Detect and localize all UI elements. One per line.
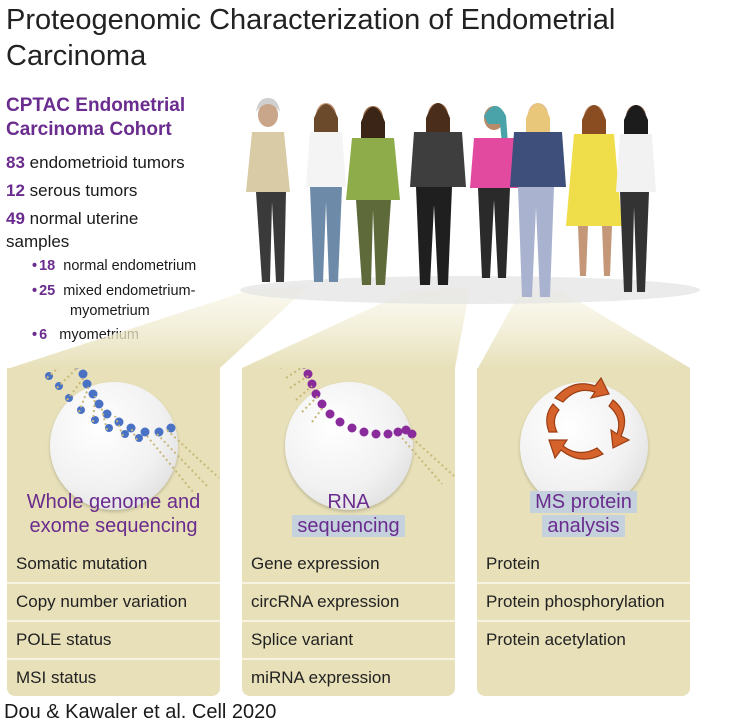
panel-rna-sequencing: RNA sequencing Gene expression circRNA e… <box>242 368 455 696</box>
sub-sample-mixed: •25 mixed endometrium- myometrium <box>32 281 195 321</box>
row-msi-status: MSI status <box>16 668 97 687</box>
sub-label: normal endometrium <box>63 258 197 274</box>
rna-strand-icon <box>280 368 455 485</box>
stat-label: endometrioid tumors <box>29 153 185 172</box>
cohort-title-line2: Carcinoma Cohort <box>6 119 172 140</box>
stat-label: serous tumors <box>29 181 138 200</box>
row-gene-expression: Gene expression <box>242 546 455 584</box>
sub-count: 25 <box>39 283 56 299</box>
panel-title-line2: exome sequencing <box>29 515 198 537</box>
stat-normal-uterine: 49 normal uterine samples <box>6 207 138 253</box>
panel-title: RNA sequencing <box>242 490 455 538</box>
stat-count: 83 <box>6 153 25 172</box>
woman-figure-2 <box>306 103 346 282</box>
panel-genome-sequencing: Whole genome and exome sequencing Somati… <box>7 368 220 696</box>
cohort-title: CPTAC Endometrial Carcinoma Cohort <box>6 94 185 142</box>
bullet-icon: • <box>32 258 38 274</box>
shadow-ground <box>240 276 700 304</box>
panel-icon-circle <box>519 382 648 510</box>
row-pole-status: POLE status <box>7 622 220 660</box>
panel-rows: Somatic mutation Copy number variation P… <box>7 546 220 696</box>
panel-title-line2: sequencing <box>292 515 405 537</box>
panel-rows: Protein Protein phosphorylation Protein … <box>477 546 690 660</box>
panel-icon-circle <box>49 382 178 510</box>
sub-count: 6 <box>39 327 48 343</box>
citation-footer: Dou & Kawaler et al. Cell 2020 <box>4 701 277 723</box>
bullet-icon: • <box>32 283 38 299</box>
woman-figure-4 <box>410 103 466 285</box>
beam-rna <box>242 288 470 368</box>
woman-figure-6 <box>510 103 566 297</box>
row-protein: Protein <box>477 546 690 584</box>
row-protein-phosphorylation: Protein phosphorylation <box>477 584 690 622</box>
stat-label-line2: samples <box>6 232 70 251</box>
cohort-illustration <box>10 98 700 368</box>
woman-figure-5 <box>470 106 518 278</box>
cohort-title-line1: CPTAC Endometrial <box>6 95 186 116</box>
panel-title-line1: Whole genome and <box>26 491 201 513</box>
row-circrna-expression: circRNA expression <box>242 584 455 622</box>
panel-title: MS protein analysis <box>477 490 690 538</box>
woman-figure-8 <box>616 105 656 292</box>
sub-sample-normal-endometrium: •18 normal endometrium <box>32 256 196 276</box>
stat-count: 49 <box>6 209 25 228</box>
dna-helix-icon <box>45 368 220 493</box>
panel-title-line1: MS protein <box>530 491 637 513</box>
sub-label-line2: myometrium <box>70 303 150 319</box>
beam-protein <box>478 290 690 368</box>
panel-title-line2: analysis <box>542 515 625 537</box>
row-splice-variant: Splice variant <box>242 622 455 660</box>
row-mirna-expression: miRNA expression <box>251 668 391 687</box>
stat-endometrioid: 83 endometrioid tumors <box>6 151 185 174</box>
panel-rows: Gene expression circRNA expression Splic… <box>242 546 455 696</box>
panel-ms-protein-analysis: MS protein analysis Protein Protein phos… <box>477 368 690 696</box>
panel-title-line1: RNA <box>327 491 370 513</box>
stat-label: normal uterine <box>29 209 139 228</box>
stat-serous: 12 serous tumors <box>6 179 137 202</box>
beam-genome <box>10 285 310 368</box>
sub-label: mixed endometrium- <box>63 283 196 299</box>
stat-count: 12 <box>6 181 25 200</box>
protein-ribbon-icon <box>546 376 631 460</box>
row-somatic-mutation: Somatic mutation <box>7 546 220 584</box>
row-protein-acetylation: Protein acetylation <box>486 630 626 649</box>
bullet-icon: • <box>32 327 38 343</box>
page-title: Proteogenomic Characterization of Endome… <box>6 4 616 72</box>
panel-icon-circle <box>284 382 413 510</box>
panel-title: Whole genome and exome sequencing <box>7 490 220 538</box>
woman-figure-3 <box>346 106 400 285</box>
woman-figure-1 <box>246 98 290 282</box>
sub-count: 18 <box>39 258 56 274</box>
row-copy-number-variation: Copy number variation <box>7 584 220 622</box>
woman-figure-7 <box>566 105 622 276</box>
